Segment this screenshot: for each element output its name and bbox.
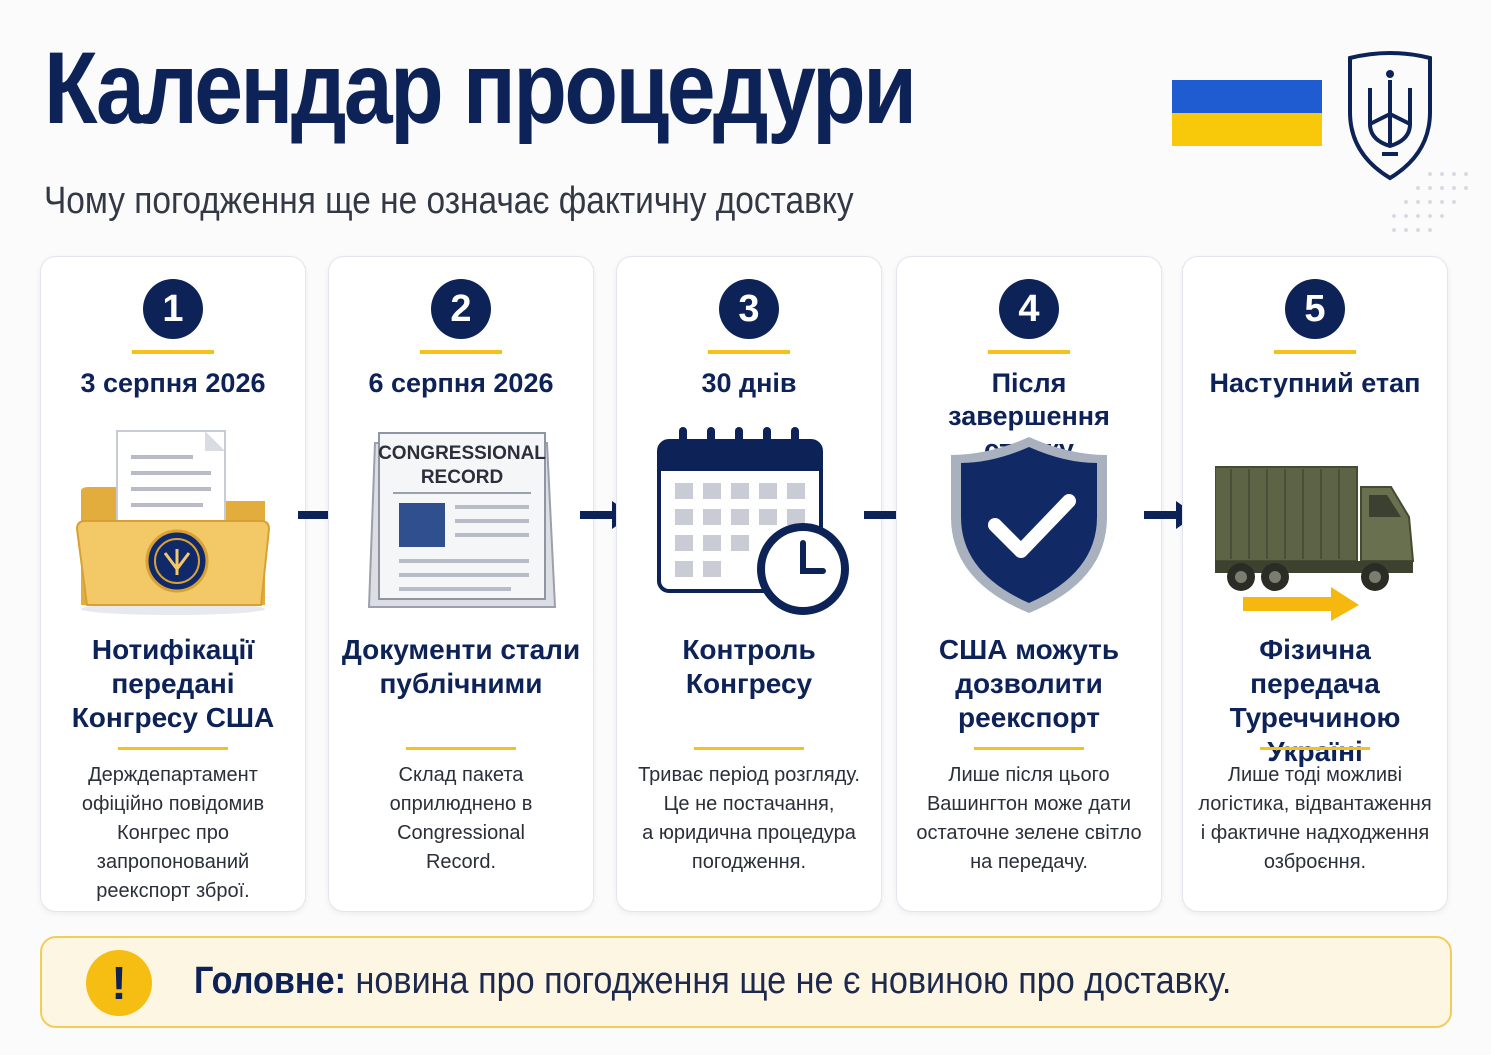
flag-blue-stripe [1172, 80, 1322, 113]
step-heading: Фізична передача Туреччиною Україні [1183, 633, 1447, 769]
step-description-line: і фактичне надходження [1200, 822, 1430, 844]
step-heading-line: передані [111, 668, 235, 699]
step-description-line: озброєння. [1263, 851, 1367, 873]
step-description-line: оприлюднено в [389, 793, 533, 815]
step-number-badge: 1 [143, 279, 203, 339]
page-title: Календар процедури [44, 31, 917, 145]
step-heading-line: США можуть [938, 634, 1120, 665]
step-description-line: Вашингтон може дати [926, 793, 1132, 815]
step-description-line: Триває період розгляду. [638, 764, 860, 786]
step-date: 30 днів [617, 367, 881, 400]
exclamation-icon: ! [86, 950, 152, 1016]
calendar-clock-icon [657, 427, 849, 615]
step-card-4: 4 Після завершення строку США можуть доз… [896, 256, 1162, 912]
step-date-line: 30 днів [701, 368, 797, 398]
yellow-divider [988, 350, 1070, 354]
step-number-badge: 2 [431, 279, 491, 339]
step-description-line: логістика, відвантаження [1198, 793, 1432, 815]
step-date: Наступний етап [1183, 367, 1447, 400]
step-number-badge: 4 [999, 279, 1059, 339]
military-truck-icon [1215, 466, 1415, 621]
step-card-5: 5 Наступний етап Фізична передача Туречч… [1182, 256, 1448, 912]
step-description-line: Це не постачання, [663, 793, 835, 815]
step-card-3: 3 30 днів Контроль Конгресу Тр [616, 256, 882, 912]
folder-document-seal-icon [75, 430, 271, 615]
step-heading-line: Україні [1267, 736, 1363, 767]
step-date-line: Наступний етап [1209, 368, 1421, 398]
step-card-2: 2 6 серпня 2026 CONGRESSIONAL RECORD Док… [328, 256, 594, 912]
key-takeaway-banner: ! Головне: новина про погодження ще не є… [40, 936, 1452, 1028]
step-description-line: а юридична процедура [642, 822, 856, 844]
step-heading-line: дозволити [955, 668, 1103, 699]
step-heading-line: Фізична передача [1250, 634, 1380, 699]
step-date-line: 6 серпня 2026 [368, 368, 554, 398]
step-description-line: Лише після цього [948, 764, 1110, 786]
step-number-badge: 3 [719, 279, 779, 339]
step-description: Лише після цього Вашингтон може дати ост… [897, 761, 1161, 877]
step-description-line: погодження. [691, 851, 807, 873]
step-card-1: 1 3 серпня 2026 Нотифікації передані Кон… [40, 256, 306, 912]
shield-check-icon [951, 437, 1107, 613]
step-description-line: реекспорт зброї. [96, 880, 250, 902]
yellow-divider [694, 747, 804, 750]
step-date: 6 серпня 2026 [329, 367, 593, 400]
step-description: Держдепартамент офіційно повідомив Конгр… [41, 761, 305, 906]
key-takeaway-message: новина про погодження ще не є новиною пр… [345, 960, 1232, 1002]
step-description-line: Склад пакета [398, 764, 524, 786]
step-description-line: остаточне зелене світло [916, 822, 1142, 844]
yellow-divider [132, 350, 214, 354]
key-takeaway-label: Головне: [194, 960, 346, 1002]
step-heading-line: Туреччиною [1229, 702, 1401, 733]
yellow-divider [420, 350, 502, 354]
newspaper-icon: CONGRESSIONAL RECORD [367, 432, 557, 608]
step-date-line: 3 серпня 2026 [80, 368, 266, 398]
step-description: Лише тоді можливі логістика, відвантажен… [1183, 761, 1447, 877]
step-heading-line: Конгресу США [71, 702, 275, 733]
step-heading: Нотифікації передані Конгресу США [41, 633, 305, 735]
step-description-line: Конгрес про [117, 822, 229, 844]
ukraine-flag-icon [1172, 80, 1322, 146]
trident-crest-icon [1348, 51, 1432, 181]
step-heading-line: реекспорт [958, 702, 1100, 733]
yellow-divider [1274, 350, 1356, 354]
step-description-line: Держдепартамент [88, 764, 258, 786]
yellow-divider [406, 747, 516, 750]
step-heading: Документи стали публічними [329, 633, 593, 701]
step-description-line: Лише тоді можливі [1227, 764, 1403, 786]
step-description: Триває період розгляду. Це не постачання… [617, 761, 881, 877]
step-number-badge: 5 [1285, 279, 1345, 339]
newspaper-masthead-line: CONGRESSIONAL [378, 443, 546, 464]
step-description: Склад пакета оприлюднено в Congressional… [329, 761, 593, 877]
flag-yellow-stripe [1172, 113, 1322, 146]
yellow-divider [708, 350, 790, 354]
step-heading-line: Контроль [682, 634, 816, 665]
key-takeaway-text: Головне: новина про погодження ще не є н… [194, 960, 1231, 1003]
step-description-line: Congressional [397, 822, 525, 844]
step-heading: США можуть дозволити реекспорт [897, 633, 1161, 735]
step-heading: Контроль Конгресу [617, 633, 881, 701]
step-date: 3 серпня 2026 [41, 367, 305, 400]
step-heading-line: Нотифікації [91, 634, 255, 665]
step-heading-line: Документи стали [341, 634, 581, 665]
newspaper-masthead-line: RECORD [421, 467, 503, 488]
yellow-divider [1260, 747, 1370, 750]
yellow-divider [974, 747, 1084, 750]
step-description-line: офіційно повідомив [81, 793, 265, 815]
step-description-line: на передачу. [970, 851, 1088, 873]
decorative-dots [1392, 172, 1468, 232]
step-description-line: Record. [425, 851, 497, 873]
step-date-line: Після завершення [948, 368, 1110, 431]
step-description-line: запропонований [96, 851, 250, 873]
yellow-divider [118, 747, 228, 750]
step-heading-line: публічними [379, 668, 543, 699]
page-subtitle: Чому погодження ще не означає фактичну д… [44, 180, 854, 222]
step-heading-line: Конгресу [685, 668, 813, 699]
